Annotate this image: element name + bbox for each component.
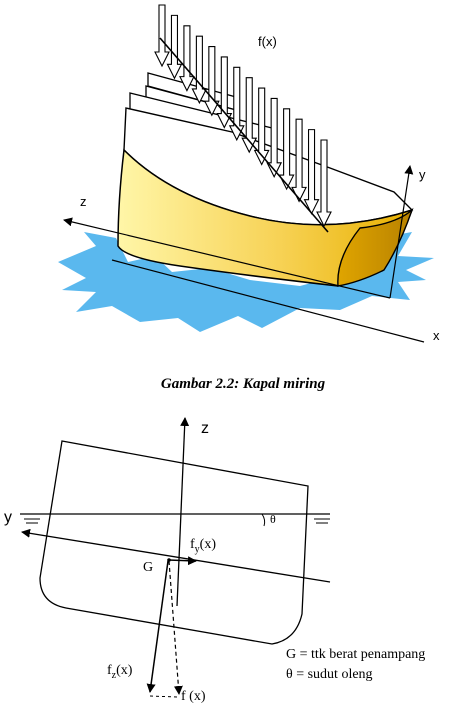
load-arrow — [154, 4, 170, 68]
center-of-gravity-point — [167, 558, 171, 562]
load-label: f(x) — [258, 34, 277, 49]
center-of-gravity-label: G — [143, 560, 153, 575]
figure-1: f(x) y z x Gambar 2.2: Kapal miring — [58, 4, 440, 392]
figure-2: z y θ fy(x) G fz(x) f (x) — [4, 417, 425, 704]
legend-g: G = ttk berat penampang — [286, 647, 425, 662]
fz-label: fz(x) — [107, 663, 133, 681]
cross-y-label: y — [4, 509, 12, 526]
x-axis-label: x — [433, 328, 440, 343]
load-arrow — [316, 139, 332, 228]
figure-1-caption: Gambar 2.2: Kapal miring — [161, 376, 326, 392]
load-arrow — [266, 97, 283, 178]
waterline-marks — [24, 518, 330, 524]
load-arrow — [291, 118, 307, 203]
load-arrow — [179, 25, 195, 92]
fy-label: fy(x) — [190, 537, 216, 555]
f-closing-line — [149, 695, 178, 698]
cross-z-label: z — [201, 420, 209, 437]
z-axis-label: z — [80, 194, 87, 209]
load-arrow — [216, 56, 233, 129]
load-arrow — [166, 14, 183, 80]
load-arrow — [191, 35, 208, 105]
cross-z-axis — [176, 417, 190, 607]
fz-arrow — [146, 560, 169, 693]
load-arrow — [278, 108, 295, 191]
tilted-y-axis — [21, 528, 331, 583]
x-axis — [111, 259, 425, 343]
load-envelope-line — [159, 37, 329, 233]
heel-angle-symbol: θ — [270, 512, 276, 526]
load-arrow — [203, 45, 220, 117]
load-arrow — [303, 129, 320, 215]
hull-cross-section — [39, 440, 309, 645]
f-dashed-arrow — [168, 560, 183, 695]
y-axis — [389, 165, 414, 299]
distributed-load-arrows — [154, 4, 332, 228]
z-axis — [63, 217, 391, 299]
y-axis-label: y — [419, 167, 426, 182]
fy-arrow — [167, 556, 197, 566]
f-label: f (x) — [181, 689, 206, 704]
legend-theta: θ = sudut oleng — [286, 667, 373, 682]
heel-angle-arc — [261, 513, 266, 527]
load-arrow — [228, 66, 245, 142]
